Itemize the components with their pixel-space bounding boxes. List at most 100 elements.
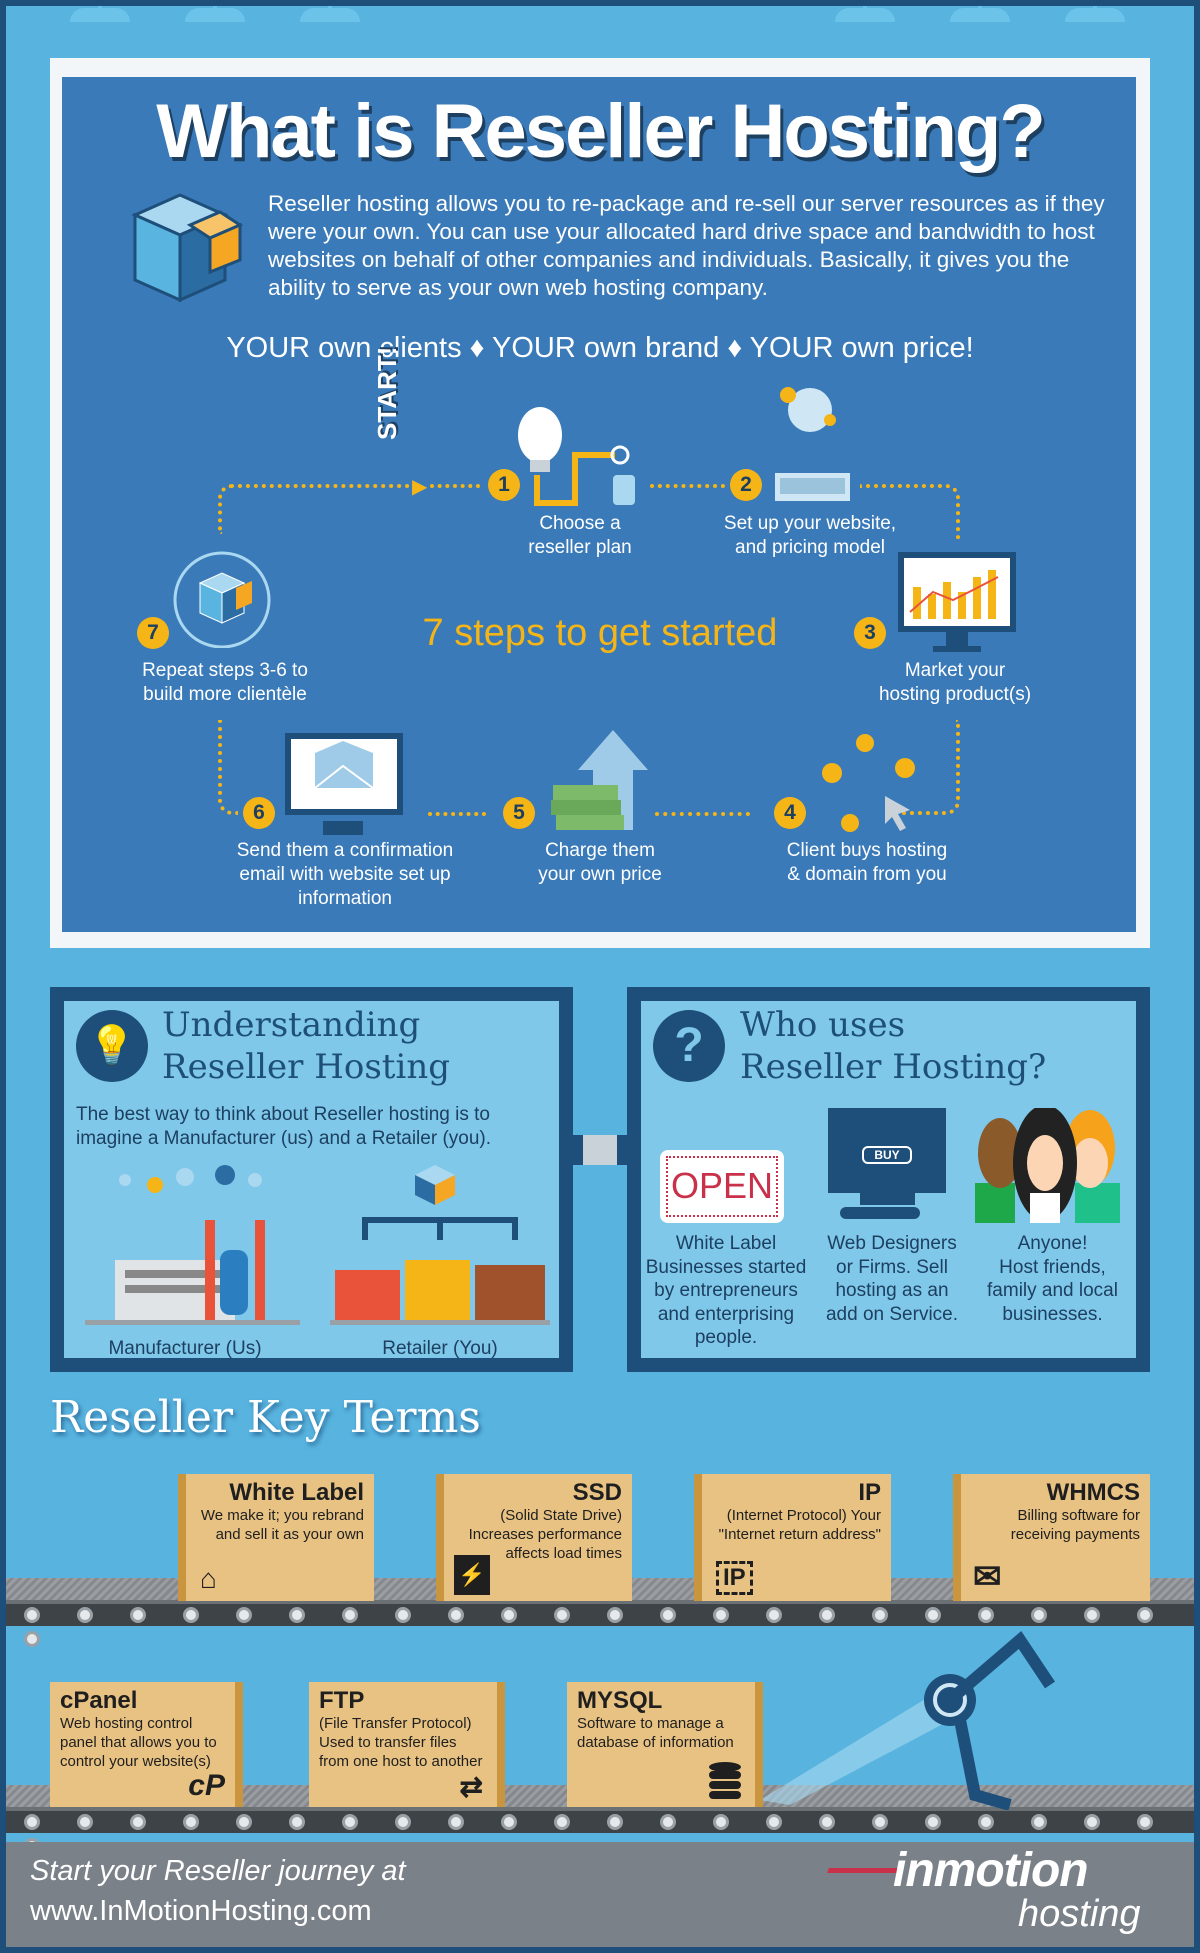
intro-text: Reseller hosting allows you to re-packag…: [268, 191, 1105, 300]
step-3-label: Market your hosting product(s): [860, 659, 1050, 707]
step-text: your own price: [538, 864, 662, 885]
footer-url-link[interactable]: www.InMotionHosting.com: [30, 1895, 372, 1927]
step-7-label: Repeat steps 3-6 to build more clientèle: [125, 659, 325, 707]
term-desc: Software to manage a database of informa…: [577, 1715, 734, 1751]
start-label: START!: [372, 346, 402, 440]
step-text: build more clientèle: [143, 684, 307, 705]
path-dots: [218, 720, 238, 815]
path-dots: [900, 720, 960, 815]
key-terms-heading: Reseller Key Terms: [50, 1392, 481, 1443]
logo-swoosh: [827, 1868, 899, 1873]
lightbulb-icon: [518, 407, 635, 506]
ceiling-lamp: [950, 0, 1010, 22]
database-icon: [709, 1762, 741, 1799]
heading-line: Reseller Hosting: [162, 1047, 450, 1087]
col-title: White Label: [675, 1233, 777, 1254]
step-text: Repeat steps 3-6 to: [142, 660, 308, 681]
step-number: 4: [774, 797, 806, 829]
term-title: FTP: [319, 1687, 365, 1714]
email-monitor-icon: [285, 733, 403, 835]
step-number: 1: [488, 469, 520, 501]
lightbulb-idea-icon: 💡: [76, 1010, 148, 1082]
step-6-label: Send them a confirmation email with websi…: [220, 839, 470, 911]
term-title: WHMCS: [1046, 1479, 1140, 1506]
step-number: 3: [854, 617, 886, 649]
path-dots: [428, 812, 486, 816]
step-text: email with website set up: [239, 864, 451, 885]
term-desc: (Solid State Drive) Increases performanc…: [468, 1507, 622, 1562]
term-desc: We make it; you rebrand and sell it as y…: [200, 1507, 364, 1543]
repeat-cube-icon: [173, 551, 271, 648]
term-title: White Label: [229, 1479, 364, 1506]
step-text: Client buys hosting: [786, 840, 948, 861]
page-title: What is Reseller Hosting?: [156, 89, 1046, 174]
col-body: or Firms. Sell hosting as an add on Serv…: [825, 1256, 959, 1325]
step-text: hosting product(s): [878, 684, 1032, 705]
open-sign-text: OPEN: [666, 1156, 778, 1217]
heading-line: Reseller Hosting?: [740, 1047, 1047, 1087]
step-text: information: [298, 888, 392, 909]
ip-icon: IP: [716, 1561, 753, 1595]
step-4-label: Client buys hosting & domain from you: [762, 839, 972, 887]
path-dots: [655, 812, 750, 816]
ceiling-lamp: [185, 0, 245, 22]
step-number: 7: [137, 617, 169, 649]
path-dots: [430, 484, 480, 488]
monitor-stand: [860, 1193, 915, 1205]
buy-monitor-icon: BUY: [828, 1108, 946, 1193]
tagline: YOUR own clients ♦ YOUR own brand ♦ YOUR…: [226, 332, 974, 364]
col-title: Web Designers: [827, 1233, 957, 1254]
term-card-ssd: SSD(Solid State Drive) Increases perform…: [436, 1474, 632, 1601]
col-title: Anyone!: [1017, 1233, 1088, 1254]
monitor-chart-icon: [898, 552, 1016, 652]
transfer-icon: ⇄: [459, 1771, 483, 1802]
steps-title: 7 steps to get started: [422, 612, 778, 654]
step-text: Set up your website,: [723, 513, 897, 534]
ceiling-lamp: [300, 0, 360, 22]
step-text: Market your: [904, 660, 1006, 681]
term-desc: Billing software for receiving payments: [1010, 1507, 1140, 1543]
footer-cta: Start your Reseller journey at: [30, 1855, 406, 1887]
step-text: & domain from you: [787, 864, 947, 885]
pipe-connector: [573, 1135, 627, 1165]
retail-stores-illustration: [330, 1165, 550, 1325]
term-title: MYSQL: [577, 1687, 663, 1714]
who-col-anyone: Anyone!Host friends, family and local bu…: [975, 1232, 1130, 1326]
keyboard-icon: [840, 1207, 920, 1219]
people-icon: [975, 1108, 1120, 1223]
globe-keyboard-icon: [775, 387, 850, 501]
col-body: Host friends, family and local businesse…: [987, 1256, 1118, 1325]
heading-line: Who uses: [740, 1005, 906, 1045]
term-title: cPanel: [60, 1687, 138, 1714]
footer-bar: [6, 1842, 1194, 1947]
logo-hosting: hosting: [1018, 1893, 1141, 1935]
tag-icon: ⌂: [200, 1563, 217, 1594]
step-number: 5: [503, 797, 535, 829]
manufacturer-label: Manufacturer (Us): [108, 1338, 262, 1359]
path-dots: [860, 484, 960, 539]
step-number: 2: [730, 469, 762, 501]
ceiling-lamp: [1065, 0, 1125, 22]
ceiling-lamp: [835, 0, 895, 22]
step-text: Send them a confirmation: [236, 840, 454, 861]
term-desc: Web hosting control panel that allows yo…: [60, 1715, 217, 1770]
cube-icon: [131, 193, 244, 303]
term-title: SSD: [572, 1479, 622, 1506]
ssd-icon: ⚡: [454, 1555, 490, 1595]
open-sign-icon: OPEN: [660, 1150, 784, 1223]
ceiling-lamp: [70, 0, 130, 22]
envelope-money-icon: ✉: [973, 1558, 1002, 1596]
factory-illustration: [85, 1165, 300, 1325]
heading-line: Understanding: [162, 1005, 421, 1045]
money-arrow-icon: [551, 730, 648, 830]
col-body: Businesses started by entrepreneurs and …: [645, 1256, 807, 1349]
term-desc: (File Transfer Protocol) Used to transfe…: [319, 1715, 483, 1770]
